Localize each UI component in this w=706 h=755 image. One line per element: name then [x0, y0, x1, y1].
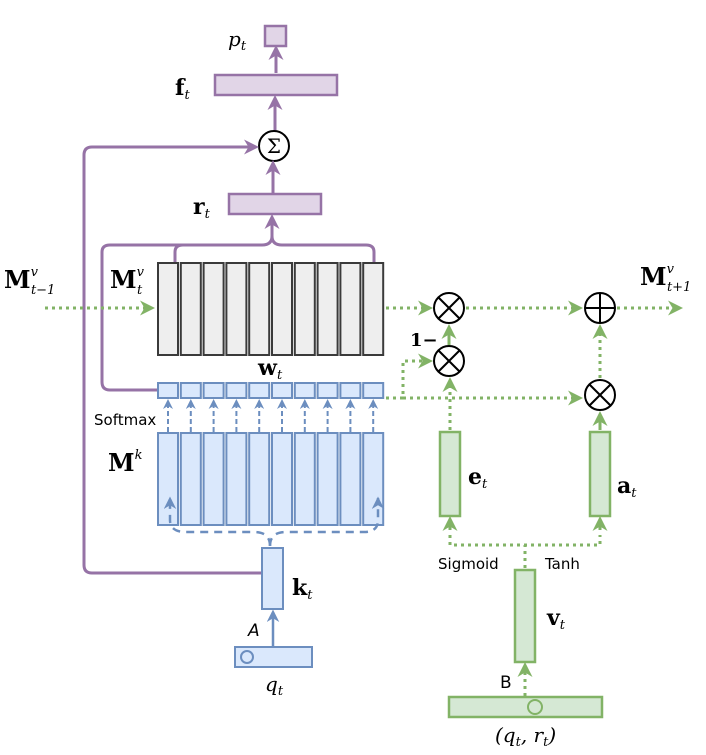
r-t-box	[227, 192, 323, 216]
weight-cell	[339, 382, 362, 399]
softmax-label: Softmax	[94, 411, 156, 429]
q-t-onehot-marker	[240, 650, 254, 664]
value-memory-slot	[157, 262, 179, 356]
value-memory	[157, 262, 385, 356]
v-t-box	[513, 568, 537, 664]
p-t-box	[263, 24, 288, 48]
weight-vector	[157, 382, 385, 399]
sum-symbol: Σ	[267, 134, 281, 158]
value-memory-slot	[339, 262, 362, 356]
vt-split-line	[448, 535, 602, 547]
value-memory-slot	[225, 262, 248, 356]
weight-cell	[293, 382, 316, 399]
q-t-label: qt	[265, 672, 284, 699]
value-memory-slot	[293, 262, 316, 356]
value-memory-slot	[248, 262, 271, 356]
A-label: A	[247, 621, 260, 641]
weight-to-erase-line	[386, 353, 433, 400]
qr-t-onehot-marker	[527, 699, 543, 715]
weight-cell	[316, 382, 339, 399]
B-label: B	[500, 673, 512, 693]
weight-cell	[179, 382, 202, 399]
value-memory-slot	[271, 262, 293, 356]
weight-cell	[362, 382, 385, 399]
f-t-label: ft	[175, 75, 190, 103]
value-memory-slot	[362, 262, 385, 356]
r-t-label: rt	[193, 194, 211, 222]
k-t-box	[261, 547, 284, 610]
weight-cell	[248, 382, 271, 399]
qr-t-box	[447, 695, 604, 719]
e-t-label: et	[468, 464, 488, 492]
e-t-box	[438, 430, 462, 518]
multiply-mark	[588, 383, 612, 407]
key-memory-slot	[179, 432, 202, 526]
weight-cell	[225, 382, 248, 399]
multiply-mark	[437, 296, 461, 320]
key-memory	[157, 432, 385, 526]
w-t-label: wt	[257, 355, 283, 383]
key-memory-slot	[157, 432, 179, 526]
weight-read-line	[100, 243, 183, 392]
read-brace	[173, 235, 376, 262]
one-minus-label: 1−	[410, 330, 438, 351]
a-t-label: at	[617, 473, 637, 501]
qr-t-label: (qt, rt)	[495, 723, 556, 750]
key-memory-slot	[225, 432, 248, 526]
M-key-label: Mk	[108, 448, 143, 477]
multiply-mark	[437, 349, 461, 373]
weight-cell	[202, 382, 225, 399]
kt-to-sum-line	[82, 139, 262, 575]
weight-cell	[271, 382, 293, 399]
k-t-label: kt	[292, 575, 313, 603]
a-t-box	[588, 430, 612, 518]
key-memory-slot	[293, 432, 316, 526]
key-memory-slot	[248, 432, 271, 526]
softmax-arrows	[163, 399, 379, 432]
f-t-box	[213, 73, 339, 97]
value-memory-slot	[202, 262, 225, 356]
key-attention-dashes	[168, 498, 272, 547]
key-memory-slot	[271, 432, 293, 526]
p-t-label: pt	[228, 27, 247, 54]
key-memory-slot	[362, 432, 385, 526]
v-t-label: vt	[546, 605, 566, 633]
value-memory-slot	[179, 262, 202, 356]
key-attention-dashes-right	[268, 498, 380, 547]
weight-cell	[157, 382, 179, 399]
read-path: pt ft Σ rt	[82, 24, 376, 575]
tanh-label: Tanh	[544, 555, 580, 573]
key-memory-slot	[316, 432, 339, 526]
sigmoid-label: Sigmoid	[438, 555, 499, 573]
q-t-box	[234, 646, 313, 668]
value-memory-slot	[316, 262, 339, 356]
key-memory-slot	[339, 432, 362, 526]
key-memory-slot	[202, 432, 225, 526]
